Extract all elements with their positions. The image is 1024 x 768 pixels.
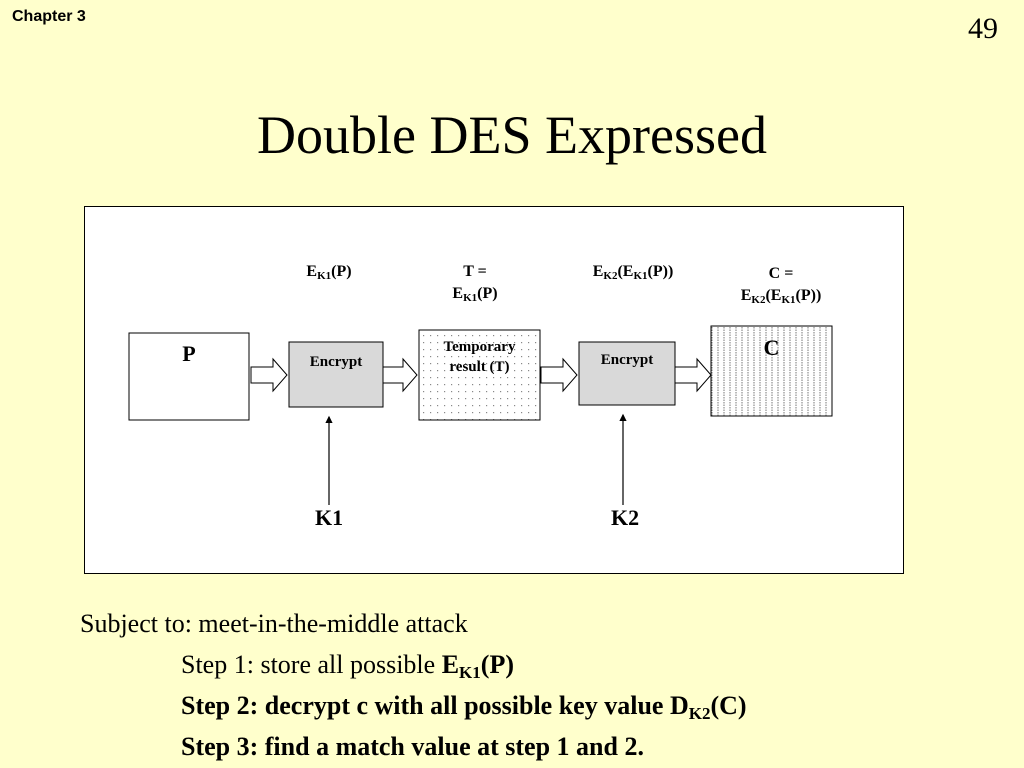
encrypt2-label: Encrypt [600, 352, 654, 368]
arrow-temp-to-encrypt2 [540, 357, 578, 393]
diagram-canvas [128, 325, 833, 505]
label-ek1p: EK1(P) [306, 263, 352, 282]
step1-line: Step 1: store all possible EK1(P) [181, 650, 514, 682]
encrypt1-box [288, 341, 384, 408]
encrypt2-box [578, 341, 676, 406]
key2-label: K2 [611, 505, 640, 530]
intro-line: Subject to: meet-in-the-middle attack [80, 609, 468, 638]
diagram-frame: EK1(P) T = EK1(P) EK2(EK1(P)) C = EK2(EK… [84, 206, 904, 574]
label-c: C = EK2(EK1(P)) [740, 265, 822, 306]
arrow-encrypt1-to-temp [382, 357, 418, 393]
key1-label: K1 [315, 505, 344, 530]
ciphertext-box [710, 325, 833, 417]
attack-notes: Subject to: meet-in-the-middle attack St… [80, 603, 747, 767]
label-ek2-ek1p: EK2(EK1(P)) [592, 263, 674, 282]
temp-result-box [418, 329, 541, 421]
page-number: 49 [968, 12, 998, 45]
label-t: T = EK1(P) [452, 263, 498, 304]
arrow-encrypt2-to-c [674, 357, 712, 393]
plaintext-label: P [182, 341, 196, 366]
step2-line: Step 2: decrypt c with all possible key … [181, 691, 747, 723]
plaintext-box [128, 332, 250, 421]
chapter-label: Chapter 3 [12, 8, 86, 25]
temp-result-label: Temporary result (T) [443, 339, 516, 375]
ciphertext-label: C [763, 335, 780, 360]
arrow-p-to-encrypt1 [250, 357, 288, 393]
encrypt1-label: Encrypt [309, 354, 363, 370]
slide-title: Double DES Expressed [257, 105, 767, 165]
step3-line: Step 3: find a match value at step 1 and… [181, 732, 644, 761]
